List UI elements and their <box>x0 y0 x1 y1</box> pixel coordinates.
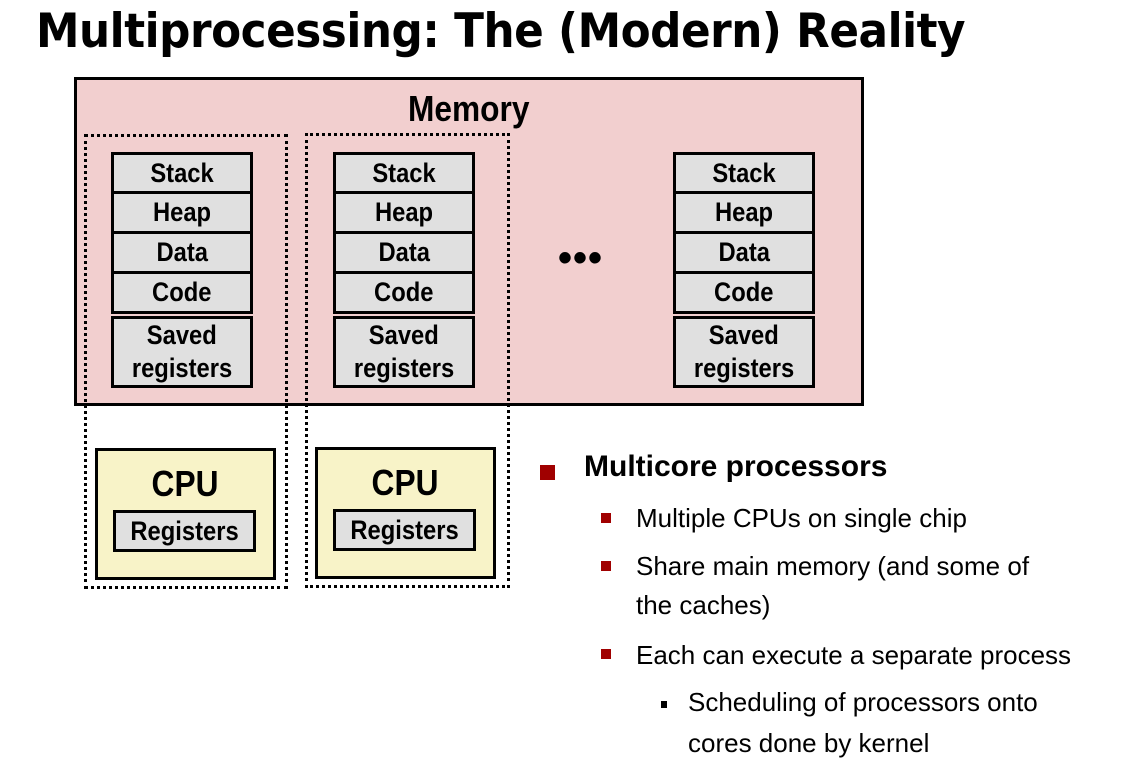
code-segment: Code <box>333 274 475 314</box>
cpu-1: CPU Registers <box>95 448 276 580</box>
bullet-sub-2: Share main memory (and some of <box>636 551 1030 581</box>
cpu-registers: Registers <box>333 509 476 551</box>
bullet-sub-1: Multiple CPUs on single chip <box>636 503 967 533</box>
bullet-square-icon <box>601 649 611 659</box>
heap-segment: Heap <box>333 194 475 234</box>
bullet-small-square-icon <box>661 701 667 708</box>
code-segment: Code <box>111 274 253 314</box>
stack-segment: Stack <box>673 152 815 194</box>
bullet-square-icon <box>601 513 611 523</box>
process-2-address-space: Stack Heap Data Code <box>333 152 475 314</box>
bullet-sub-3: Each can execute a separate process <box>636 640 1072 670</box>
heap-segment: Heap <box>673 194 815 234</box>
bullet-sub-2-cont: the caches) <box>636 590 771 620</box>
bullet-square-icon <box>540 465 555 480</box>
cpu-label: CPU <box>372 462 439 503</box>
core-region-1 <box>84 134 288 589</box>
heap-segment: Heap <box>111 194 253 234</box>
data-segment: Data <box>111 234 253 274</box>
bullet-main: Multicore processors <box>584 450 888 483</box>
ellipsis: ••• <box>558 236 604 280</box>
process-1-address-space: Stack Heap Data Code <box>111 152 253 314</box>
bullet-square-icon <box>601 561 611 571</box>
bullet-subsub-1-cont: cores done by kernel <box>688 728 930 758</box>
data-segment: Data <box>673 234 815 274</box>
bullet-subsub-1: Scheduling of processors onto <box>688 687 1038 717</box>
cpu-registers: Registers <box>113 510 256 552</box>
process-n-address-space: Stack Heap Data Code <box>673 152 815 314</box>
stack-segment: Stack <box>111 152 253 194</box>
cpu-2: CPU Registers <box>315 447 496 579</box>
cpu-label: CPU <box>152 463 219 504</box>
data-segment: Data <box>333 234 475 274</box>
memory-label: Memory <box>408 88 530 129</box>
core-region-2 <box>305 133 510 588</box>
stack-segment: Stack <box>333 152 475 194</box>
code-segment: Code <box>673 274 815 314</box>
slide-title: Multiprocessing: The (Modern) Reality <box>36 4 966 59</box>
